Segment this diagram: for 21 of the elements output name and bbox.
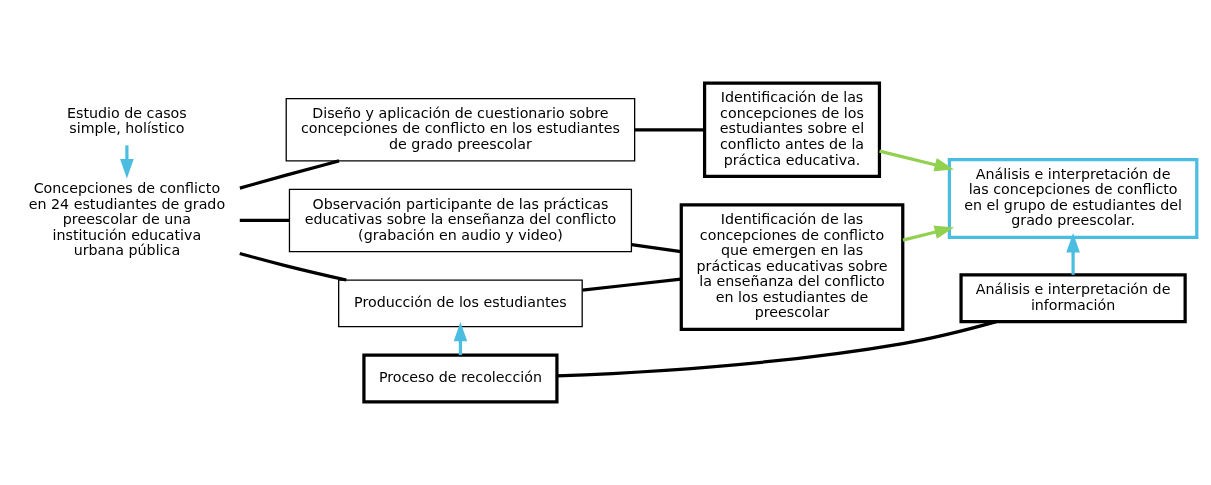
- arrow: [879, 149, 954, 172]
- connector: [239, 251, 347, 282]
- node-box: Diseño y aplicación de cuestionario sobre concepciones de conflicto en los estudiantes de grado preescolar: [285, 98, 636, 162]
- node-box: Identificación de las concepciones de conflicto que emergen en las prácticas educativas sobre la enseñanza del conflicto en los estudiantes de preescolar: [679, 203, 905, 331]
- node-box: Proceso de recolección: [362, 353, 559, 404]
- node-box: Producción de los estudiantes: [338, 279, 583, 328]
- node-box: Análisis e interpretación de las concepciones de conflicto en el grupo de estudiantes del grado preescolar.: [947, 158, 1199, 239]
- node-text: Estudio de casos simple, holístico: [67, 104, 187, 137]
- connector: [556, 320, 997, 378]
- connector: [634, 128, 705, 132]
- connector: [631, 242, 682, 254]
- connector: [239, 159, 340, 190]
- arrow: [902, 225, 955, 242]
- arrow: [1066, 232, 1080, 275]
- connector: [239, 218, 290, 223]
- connector: [582, 277, 682, 292]
- node-box: Observación participante de las prácticas educativas sobre la enseñanza del conflicto (grabación en audio y video): [288, 188, 633, 253]
- node-text: Concepciones de conflicto en 24 estudiantes de grado preescolar de una institución educativa urbana pública: [28, 180, 226, 259]
- node-box: Análisis e interpretación de información: [959, 273, 1187, 324]
- node-box: Identificación de las concepciones de los estudiantes sobre el conflicto antes de la práctica educativa.: [702, 81, 882, 179]
- arrow: [120, 145, 134, 179]
